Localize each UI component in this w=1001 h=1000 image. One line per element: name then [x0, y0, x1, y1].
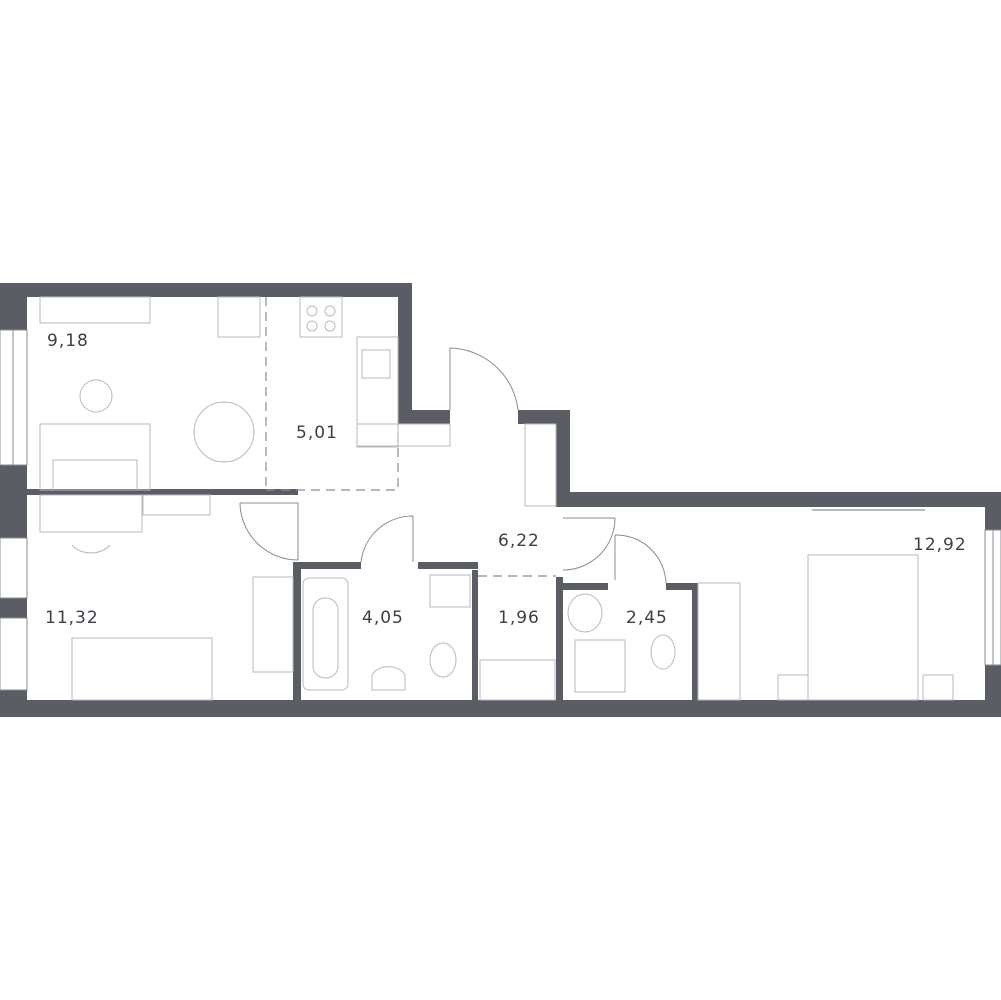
- room-area-living: 9,18: [47, 331, 89, 351]
- shower-toilet: [650, 634, 676, 670]
- closet: [524, 423, 557, 507]
- wardrobe-right: [697, 582, 741, 701]
- room-area-bathroom: 4,05: [362, 608, 404, 628]
- fridge: [217, 296, 261, 338]
- nightstand: [777, 674, 809, 701]
- toilet: [429, 642, 457, 678]
- windows: [0, 329, 1001, 691]
- desk: [39, 494, 143, 533]
- sink: [361, 349, 391, 379]
- room-area-bedroom-left: 11,32: [45, 608, 99, 628]
- room-area-bedroom-right: 12,92: [913, 535, 967, 555]
- wardrobe: [252, 576, 294, 673]
- stove: [299, 296, 343, 338]
- walls: [0, 283, 1001, 717]
- room-area-storage: 1,96: [498, 608, 540, 628]
- room-area-shower-room: 2,45: [626, 608, 668, 628]
- washing-machine: [429, 574, 471, 608]
- furniture: [39, 296, 954, 701]
- dining-table: [193, 401, 255, 463]
- kitchen-counter: [356, 336, 399, 448]
- tv-stand: [39, 296, 151, 324]
- room-area-kitchen: 5,01: [296, 423, 338, 443]
- shower-sink: [567, 593, 603, 633]
- nightstand: [922, 674, 954, 701]
- shelves: [479, 659, 556, 701]
- radiator: [142, 494, 211, 516]
- plant: [79, 379, 113, 413]
- washbasin: [371, 666, 406, 691]
- room-area-hall: 6,22: [498, 531, 540, 551]
- sofa: [39, 423, 151, 491]
- doors: [239, 347, 667, 584]
- shower-tray: [574, 639, 626, 693]
- bathtub: [302, 577, 349, 691]
- bed: [71, 637, 213, 701]
- bed-right: [807, 554, 919, 701]
